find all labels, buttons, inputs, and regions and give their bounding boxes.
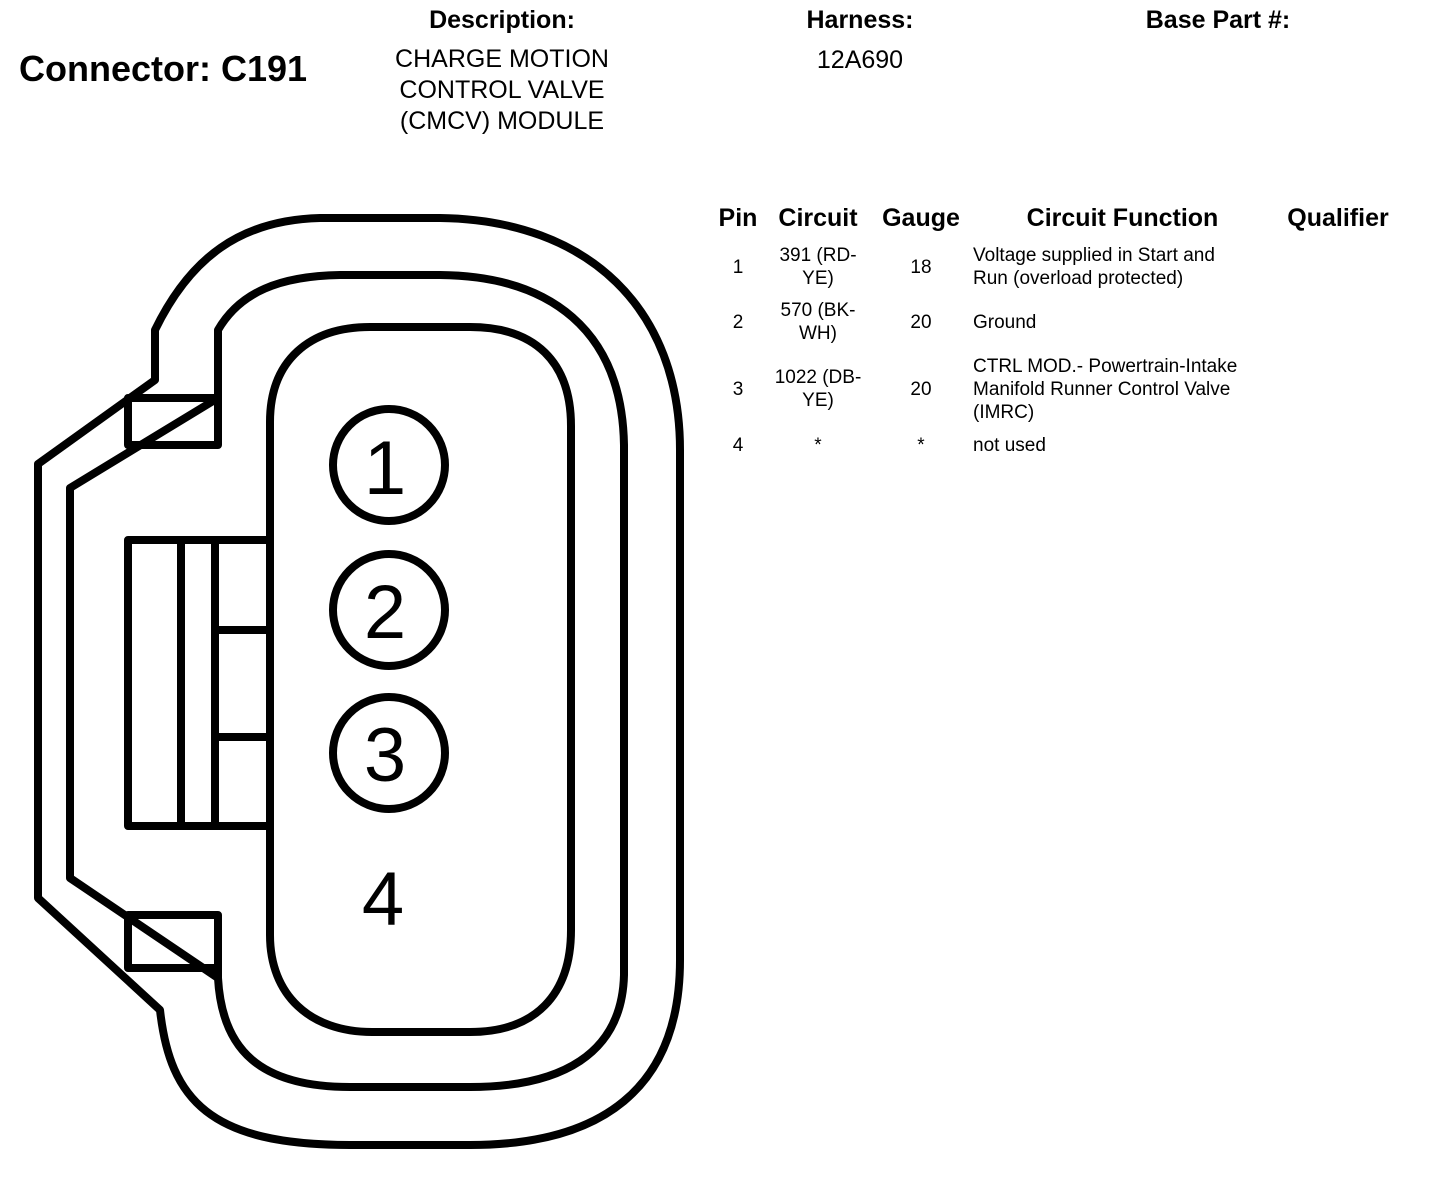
housing-inner-ring: [66, 271, 628, 1091]
description-line: CONTROL VALVE: [399, 76, 605, 104]
pin-label-1: 1: [364, 426, 406, 511]
connector-face-diagram: 1 2 3 4: [34, 214, 684, 1149]
column-header-pin: Pin: [718, 204, 758, 232]
connector-title: Connector: C191: [19, 48, 308, 89]
column-header-gauge: Gauge: [882, 204, 960, 232]
pin-cell: 2: [732, 312, 744, 333]
column-header-qualifier: Qualifier: [1287, 204, 1389, 232]
harness-heading: Harness:: [806, 6, 914, 34]
circuit-line: WH): [799, 323, 837, 344]
pin-label-3: 3: [364, 713, 406, 798]
pin-cell: 4: [732, 435, 744, 456]
circuit-cell: *: [768, 434, 868, 457]
gauge-cell: *: [917, 435, 925, 456]
gauge-cell: 20: [910, 379, 932, 400]
function-line: (IMRC): [973, 402, 1035, 423]
key-block: [124, 536, 274, 830]
function-cell: not used: [973, 434, 1273, 457]
pin-cell: 3: [732, 379, 744, 400]
circuit-cell: 1022 (DB- YE): [768, 366, 868, 412]
latch-notch-upper: [124, 394, 222, 449]
description-heading: Description:: [429, 6, 575, 34]
circuit-line: 570 (BK-: [780, 300, 856, 321]
description-line: (CMCV) MODULE: [399, 107, 605, 135]
function-line: Ground: [973, 312, 1037, 333]
circuit-line: *: [814, 435, 822, 456]
pin-label-2: 2: [364, 570, 406, 655]
pin-1-circle: [329, 405, 449, 525]
column-header-circuit: Circuit: [778, 204, 858, 232]
base-part-heading: Base Part #:: [1145, 6, 1291, 34]
column-header-circuit-function: Circuit Function: [1026, 204, 1219, 232]
function-line: Manifold Runner Control Valve: [973, 379, 1231, 400]
function-line: Voltage supplied in Start and: [973, 245, 1215, 266]
terminal-cavity: [266, 323, 575, 1036]
pin-label-4: 4: [362, 857, 404, 942]
function-line: Run (overload protected): [973, 268, 1184, 289]
circuit-line: 391 (RD-: [779, 245, 857, 266]
gauge-cell: 18: [910, 257, 932, 278]
description-text: CHARGE MOTION CONTROL VALVE (CMCV) MODUL…: [342, 44, 662, 137]
gauge-cell: 20: [910, 312, 932, 333]
circuit-line: 1022 (DB-: [774, 367, 862, 388]
function-line: not used: [973, 435, 1046, 456]
description-line: CHARGE MOTION: [395, 45, 609, 73]
function-cell: Voltage supplied in Start and Run (overl…: [973, 244, 1273, 290]
circuit-cell: 391 (RD- YE): [768, 244, 868, 290]
circuit-line: YE): [802, 390, 834, 411]
harness-value: 12A690: [816, 46, 904, 74]
pin-3-circle: [329, 693, 449, 813]
circuit-cell: 570 (BK- WH): [768, 299, 868, 345]
function-line: CTRL MOD.- Powertrain-Intake: [973, 356, 1238, 377]
function-cell: Ground: [973, 311, 1273, 334]
function-cell: CTRL MOD.- Powertrain-Intake Manifold Ru…: [973, 355, 1283, 424]
pin-cell: 1: [732, 257, 744, 278]
housing-outer-outline: [34, 214, 684, 1149]
circuit-line: YE): [802, 268, 834, 289]
pin-2-circle: [329, 550, 449, 670]
